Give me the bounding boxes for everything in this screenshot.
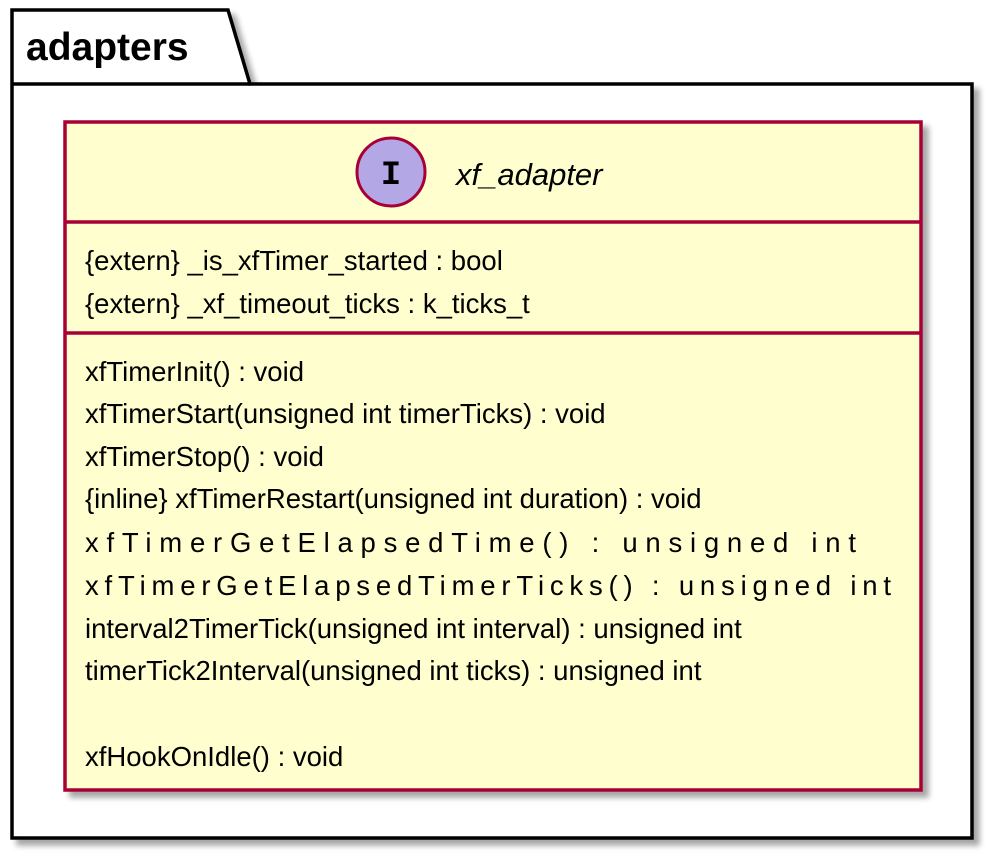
- method-item: xfTimerStop() : void: [85, 441, 324, 472]
- method-item: xfTimerGetElapsedTimerTicks() : unsigned…: [85, 570, 891, 601]
- class-name: xf_adapter: [454, 157, 604, 192]
- interface-stereotype-icon: [355, 136, 427, 208]
- class-box: [63, 120, 923, 792]
- method-item: xfTimerStart(unsigned int timerTicks) : …: [85, 398, 606, 429]
- attribute-item: {extern} _xf_timeout_ticks : k_ticks_t: [85, 288, 530, 319]
- class-header: I xf_adapter: [355, 136, 604, 208]
- method-item: timerTick2Interval(unsigned int ticks) :…: [85, 655, 702, 686]
- method-item: xfHookOnIdle() : void: [85, 741, 343, 772]
- class-xf-adapter: I xf_adapter {extern} _is_xfTimer_starte…: [63, 120, 923, 792]
- package-title: adapters: [26, 26, 189, 69]
- methods-compartment: xfTimerInit() : void xfTimerStart(unsign…: [85, 356, 891, 772]
- method-item: interval2TimerTick(unsigned int interval…: [85, 613, 742, 644]
- method-item: {inline} xfTimerRestart(unsigned int dur…: [85, 483, 702, 514]
- method-item: xfTimerInit() : void: [85, 356, 304, 387]
- interface-stereotype-letter: I: [381, 157, 401, 195]
- attributes-compartment: {extern} _is_xfTimer_started : bool {ext…: [85, 245, 530, 319]
- attribute-item: {extern} _is_xfTimer_started : bool: [85, 245, 503, 276]
